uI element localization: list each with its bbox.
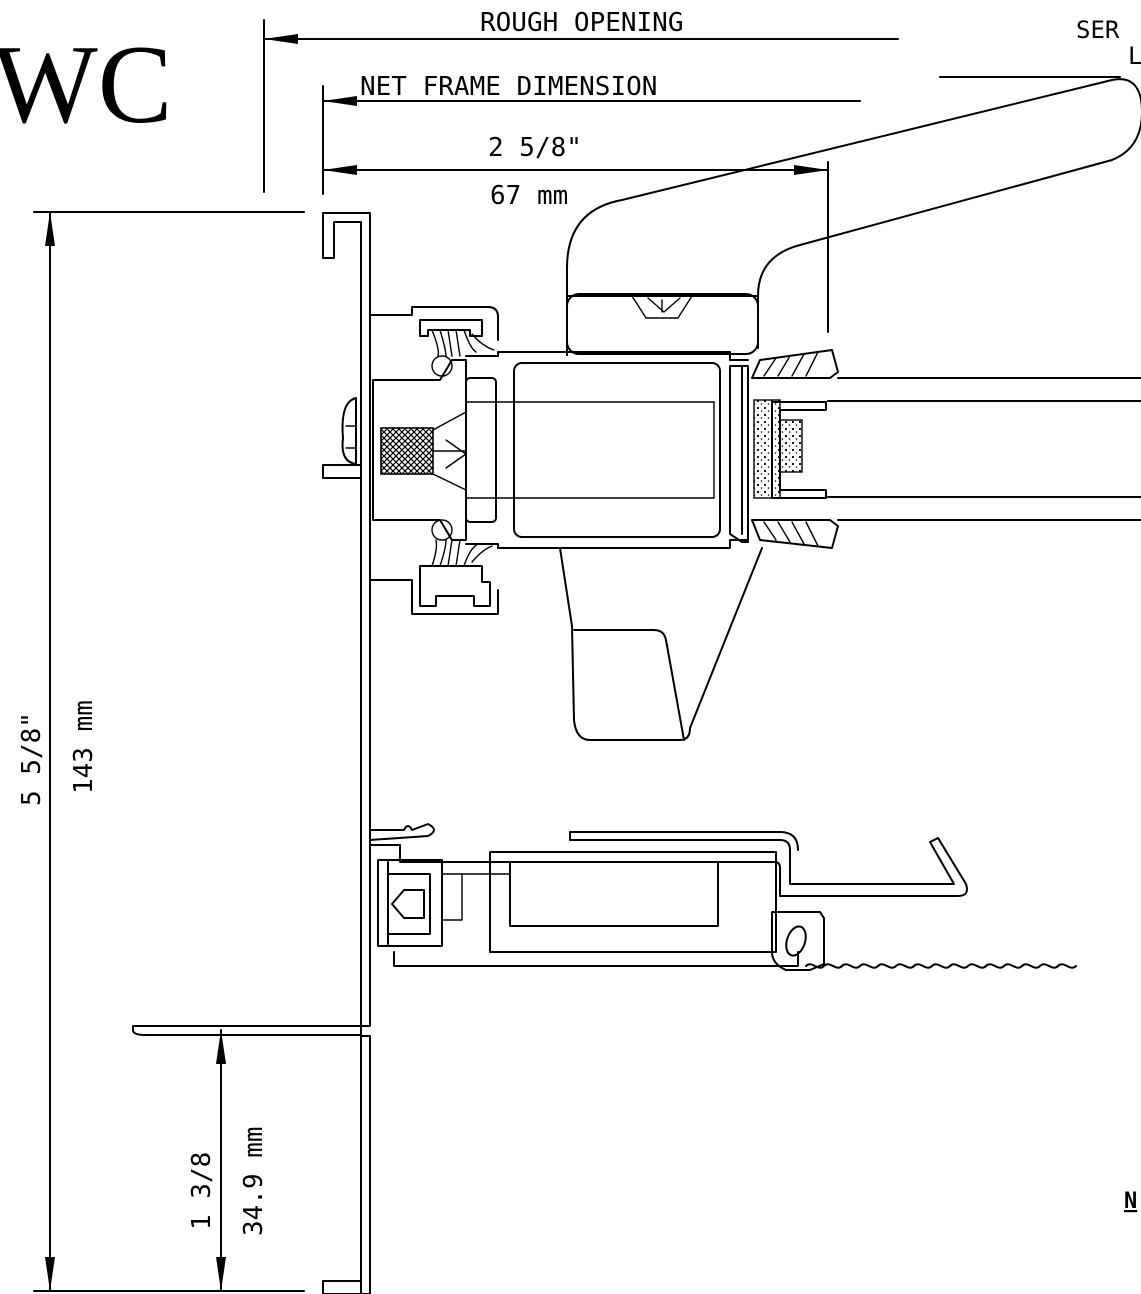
- overall-height-dimension: 5 5/8" 143 mm: [17, 211, 305, 1292]
- glass-unit: [741, 349, 1141, 549]
- flange-dimension: 1 3/8 34.9 mm: [187, 1029, 269, 1292]
- screw-and-thermal-break: [341, 359, 467, 541]
- main-frame-profile: [132, 212, 371, 1294]
- net-frame-label: NET FRAME DIMENSION: [360, 72, 657, 102]
- depth-inches-label: 2 5/8": [488, 133, 582, 163]
- lever-handle: [559, 76, 1141, 741]
- sash-profile: [465, 351, 749, 549]
- flange-mm-label: 34.9 mm: [239, 1126, 269, 1236]
- height-mm-label: 143 mm: [69, 700, 99, 794]
- net-frame-dimension: NET FRAME DIMENSION: [322, 72, 861, 195]
- rough-opening-dimension: ROUGH OPENING: [263, 8, 899, 193]
- height-inches-label: 5 5/8": [17, 712, 47, 806]
- corner-label-2: L: [1128, 42, 1141, 70]
- frame-depth-dimension: 2 5/8" 67 mm: [322, 133, 829, 333]
- brand-text: WC: [0, 23, 172, 147]
- depth-mm-label: 67 mm: [490, 181, 568, 211]
- flange-inches-label: 1 3/8: [187, 1152, 217, 1230]
- glazing-channel: [369, 306, 499, 615]
- rough-opening-label: ROUGH OPENING: [480, 8, 684, 38]
- screen-frame: [369, 823, 1077, 971]
- corner-label-1: SER: [1076, 16, 1120, 44]
- corner-note: N: [1124, 1189, 1137, 1214]
